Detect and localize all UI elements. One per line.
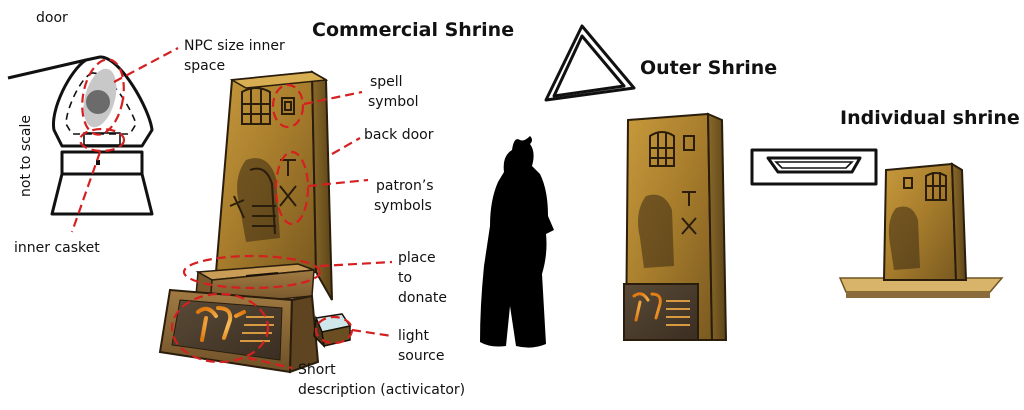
spell-symbol-icon bbox=[281, 97, 295, 115]
grid-glyph-icon bbox=[241, 87, 271, 125]
outer-plan-triangle bbox=[544, 24, 636, 102]
spell-label-2: symbol bbox=[368, 94, 419, 110]
spell-symbol-inner bbox=[284, 101, 292, 111]
patron-label-2: symbols bbox=[374, 198, 432, 214]
individual-plan-inner bbox=[774, 161, 854, 169]
back-door-leader bbox=[331, 137, 361, 155]
robed-figure-silhouette bbox=[480, 136, 554, 348]
npc-head-marker bbox=[86, 90, 110, 114]
individual-shrine: Individual shrine bbox=[750, 107, 1020, 298]
commercial-shrine-title: Commercial Shrine bbox=[312, 19, 514, 41]
spell-label-1: spell bbox=[370, 74, 403, 90]
rune-text-lines bbox=[240, 316, 274, 342]
donate-label-2: to bbox=[398, 270, 412, 286]
activator-rune-icon bbox=[196, 306, 246, 342]
donate-label-3: donate bbox=[398, 290, 447, 306]
outer-spell-icon bbox=[683, 135, 695, 151]
outer-triangle bbox=[51, 55, 154, 148]
outer-rune-icon bbox=[632, 292, 662, 322]
outer-rune-lines bbox=[666, 300, 690, 326]
spell-symbol-leader bbox=[303, 90, 363, 106]
inner-casket-label: inner casket bbox=[14, 240, 100, 256]
individual-plan-outer bbox=[766, 156, 862, 174]
individual-monolith-side bbox=[950, 162, 968, 281]
monolith-top bbox=[229, 71, 329, 89]
inner-casket-callout bbox=[78, 127, 126, 153]
donate-leader bbox=[319, 260, 393, 268]
npc-space-leader bbox=[113, 47, 179, 83]
individual-shrine-title: Individual shrine bbox=[840, 107, 1020, 129]
coin-slot bbox=[245, 272, 279, 277]
inner-casket-leader bbox=[70, 151, 102, 233]
light-label-2: source bbox=[398, 348, 445, 364]
not-to-scale-label: not to scale bbox=[18, 115, 34, 197]
description-callout bbox=[170, 292, 270, 364]
outer-hammer-icon bbox=[681, 191, 697, 235]
individual-grid-glyph-icon bbox=[925, 172, 947, 201]
inner-casket-box bbox=[83, 132, 121, 146]
hammer-symbol-icon bbox=[279, 159, 297, 207]
donate-callout bbox=[182, 254, 322, 290]
patron-leader bbox=[307, 178, 369, 188]
sand-platform-edge bbox=[846, 292, 990, 298]
outer-plaque bbox=[623, 283, 699, 341]
outer-grid-glyph-icon bbox=[649, 131, 675, 167]
outer-shrine: Outer Shrine bbox=[544, 24, 777, 341]
outer-shrine-title: Outer Shrine bbox=[640, 57, 777, 79]
plaque-base-side bbox=[288, 294, 320, 374]
door-line bbox=[7, 58, 87, 80]
patron-figure-icon bbox=[229, 158, 280, 242]
patron-callout bbox=[274, 150, 310, 226]
light-label-1: light bbox=[398, 328, 430, 344]
back-door-label: back door bbox=[364, 127, 434, 143]
npc-space-callout bbox=[81, 58, 125, 136]
individual-plan-box bbox=[750, 148, 878, 186]
outer-plan-inner bbox=[552, 34, 626, 98]
short-description-label-2: description (activicator) bbox=[298, 382, 465, 398]
schematic-base bbox=[50, 173, 154, 216]
spell-symbol-callout bbox=[271, 83, 305, 129]
individual-patron-icon bbox=[888, 206, 920, 270]
commercial-shrine: Commercial Shrine bbox=[158, 19, 514, 398]
patron-label-1: patron’s bbox=[376, 178, 434, 194]
lock-mark bbox=[96, 160, 100, 165]
npc-space-label-2: space bbox=[184, 58, 225, 74]
schematic-section: door NPC size inner space not to scale i… bbox=[7, 10, 285, 256]
npc-space-label-1: NPC size inner bbox=[184, 38, 285, 54]
outer-patron-icon bbox=[638, 194, 674, 268]
description-leader bbox=[247, 356, 293, 370]
donate-label-1: place bbox=[398, 250, 436, 266]
light-leader bbox=[351, 328, 393, 338]
short-description-label-1: Short bbox=[298, 362, 336, 378]
casket-body bbox=[60, 150, 144, 176]
door-label: door bbox=[36, 10, 68, 26]
individual-spell-icon bbox=[903, 177, 913, 189]
outer-monolith-side bbox=[706, 112, 728, 341]
